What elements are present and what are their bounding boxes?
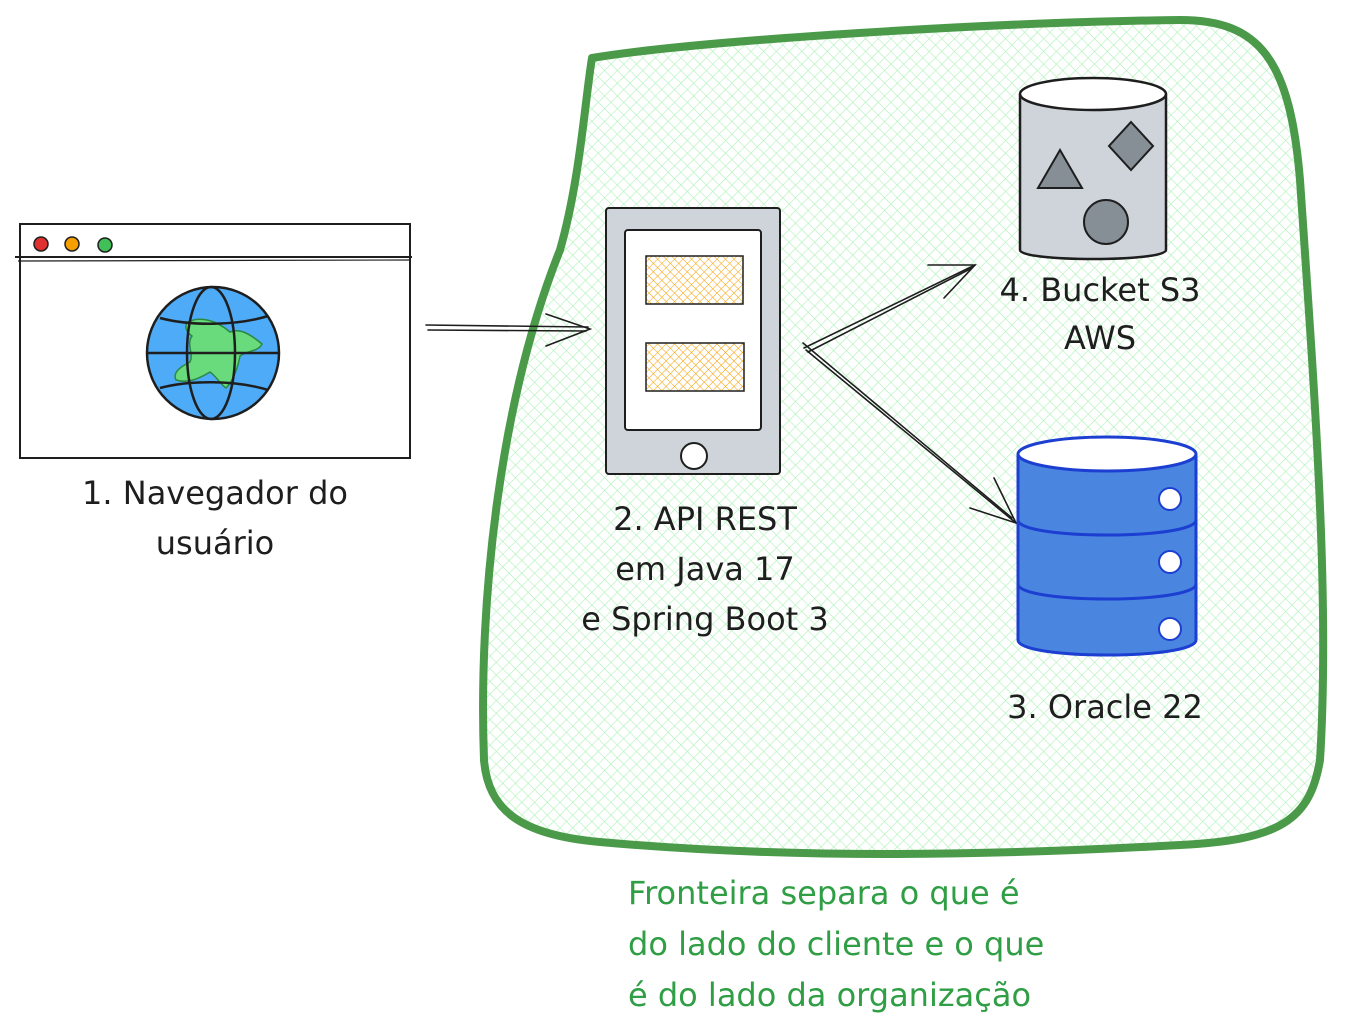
window-maximize-dot — [97, 237, 113, 253]
db-disk-indicator-3 — [1158, 617, 1182, 641]
tablet-icon — [605, 207, 781, 475]
database-icon — [1016, 435, 1198, 657]
window-close-dot — [33, 236, 49, 252]
api-label-line-3: e Spring Boot 3 — [581, 600, 829, 638]
db-disk-indicator-1 — [1158, 487, 1182, 511]
api-label: 2. API REST em Java 17 e Spring Boot 3 — [530, 494, 880, 644]
browser-label-line-2: usuário — [155, 524, 275, 562]
boundary-note-line-2: do lado do cliente e o que — [628, 925, 1045, 963]
window-minimize-dot — [64, 236, 80, 252]
api-label-line-1: 2. API REST — [613, 500, 797, 538]
api-panel-top — [645, 255, 744, 305]
bucket-label: 4. Bucket S3 AWS — [960, 266, 1240, 362]
boundary-note: Fronteira separa o que é do lado do clie… — [628, 868, 1328, 1021]
browser-label-line-1: 1. Navegador do — [82, 474, 348, 512]
boundary-note-line-1: Fronteira separa o que é — [628, 874, 1020, 912]
api-label-line-2: em Java 17 — [615, 550, 795, 588]
database-label: 3. Oracle 22 — [970, 682, 1240, 732]
globe-icon — [145, 285, 281, 421]
bucket-label-line-1: 4. Bucket S3 — [999, 271, 1201, 309]
db-disk-indicator-2 — [1158, 550, 1182, 574]
database-label-line-1: 3. Oracle 22 — [1007, 688, 1203, 726]
browser-label: 1. Navegador do usuário — [30, 468, 400, 568]
arrow-browser-to-api — [425, 313, 593, 347]
bucket-icon — [1018, 76, 1168, 261]
arrow-api-to-bucket — [803, 264, 977, 353]
tablet-home-button — [680, 442, 708, 470]
api-panel-bottom — [645, 342, 745, 392]
arrow-api-to-database — [802, 342, 1018, 525]
bucket-label-line-2: AWS — [1063, 319, 1137, 357]
boundary-note-line-3: é do lado da organização — [628, 976, 1032, 1014]
